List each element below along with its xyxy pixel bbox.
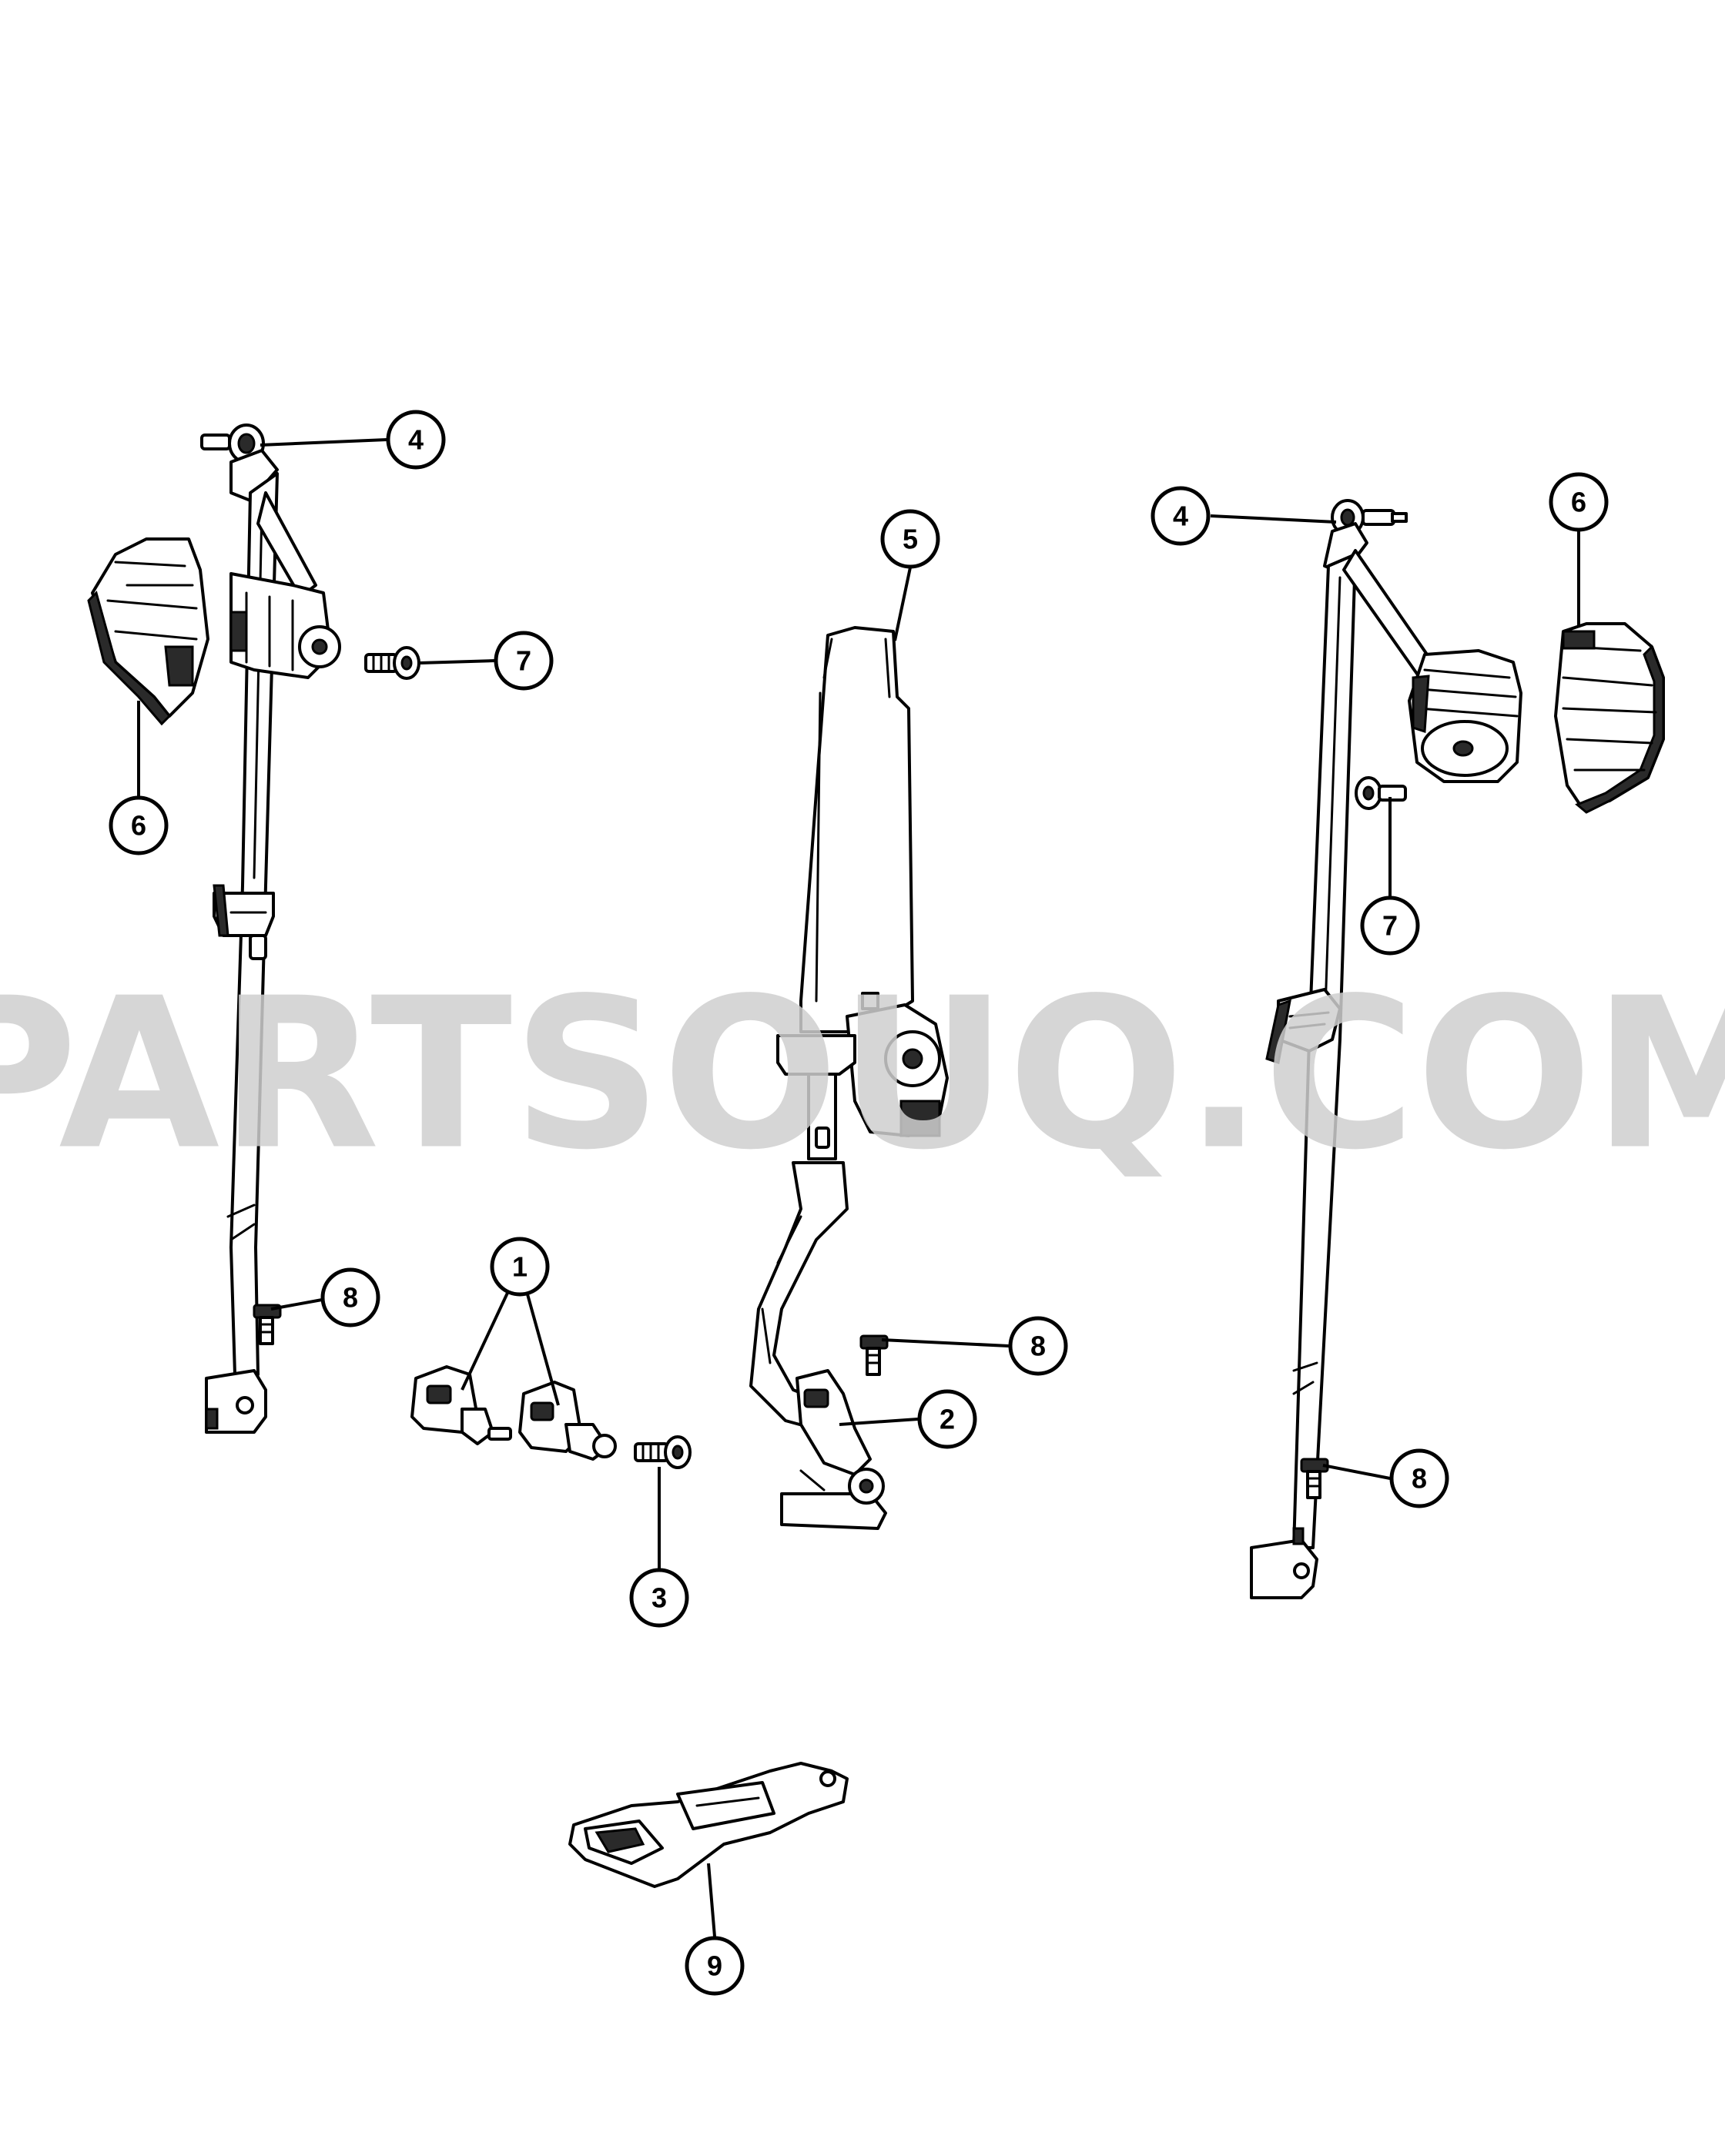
callout-6-right-number: 6 [1571, 487, 1586, 518]
callout-5: 5 [880, 509, 940, 569]
left-lower-bolt [253, 1304, 282, 1345]
right-webbing-to-retractor [1342, 549, 1434, 675]
callout-4-left: 4 [386, 410, 446, 470]
callout-7-right: 7 [1360, 896, 1420, 956]
callout-7-left-number: 7 [516, 645, 531, 677]
left-retractor [229, 572, 341, 679]
left-seat-belt-assembly [87, 424, 341, 1434]
buckle-pair [410, 1365, 617, 1461]
callout-4-right: 4 [1151, 486, 1211, 546]
right-belt-guide [1265, 988, 1341, 1064]
center-buckle [780, 1369, 887, 1530]
callout-9-number: 9 [707, 1950, 722, 1982]
left-belt-guide [213, 884, 275, 960]
callout-8-center: 8 [1008, 1316, 1068, 1376]
left-lower-anchor-plate [205, 1369, 267, 1434]
leader-lines [137, 438, 1580, 1937]
right-seat-belt-assembly [1250, 499, 1665, 1599]
center-bolt [859, 1334, 889, 1376]
callout-6-left-number: 6 [131, 810, 146, 842]
center-retractor [846, 992, 949, 1137]
left-retractor-bolt [364, 646, 420, 680]
callout-2: 2 [917, 1389, 977, 1449]
callout-8-left: 8 [320, 1267, 380, 1327]
right-retractor-bolt [1355, 776, 1407, 810]
callout-9: 9 [685, 1936, 745, 1996]
center-lap-buckle [568, 1762, 849, 1888]
callout-8-right-number: 8 [1412, 1463, 1427, 1495]
center-latch-plate [776, 1034, 856, 1160]
buckle-bolt [634, 1435, 692, 1469]
right-trim-cover [1554, 622, 1665, 814]
callout-4-left-number: 4 [408, 424, 424, 456]
callout-6-left: 6 [109, 795, 169, 855]
callout-7-right-number: 7 [1382, 910, 1398, 942]
center-seat-belt-assembly [749, 626, 949, 1530]
callout-8-left-number: 8 [343, 1282, 358, 1314]
callout-8-right: 8 [1389, 1448, 1449, 1508]
callout-7-left: 7 [494, 631, 554, 691]
callout-2-number: 2 [940, 1404, 955, 1435]
watermark: PARTSOUQ.COM [0, 953, 1725, 1196]
left-trim-cover [87, 537, 209, 726]
callout-3: 3 [629, 1568, 689, 1628]
right-lower-bolt [1300, 1458, 1329, 1499]
center-webbing-upper [799, 626, 914, 1033]
buckle-left [410, 1365, 512, 1445]
callout-3-number: 3 [651, 1582, 667, 1614]
right-retractor [1408, 649, 1522, 783]
buckle-right [518, 1381, 617, 1461]
callout-1-number: 1 [512, 1251, 528, 1283]
callout-1: 1 [490, 1237, 550, 1297]
callout-4-right-number: 4 [1173, 500, 1188, 532]
callout-5-number: 5 [903, 524, 918, 555]
right-lower-anchor-plate [1250, 1527, 1318, 1599]
callout-6-right: 6 [1549, 472, 1609, 532]
callout-8-center-number: 8 [1030, 1331, 1046, 1362]
